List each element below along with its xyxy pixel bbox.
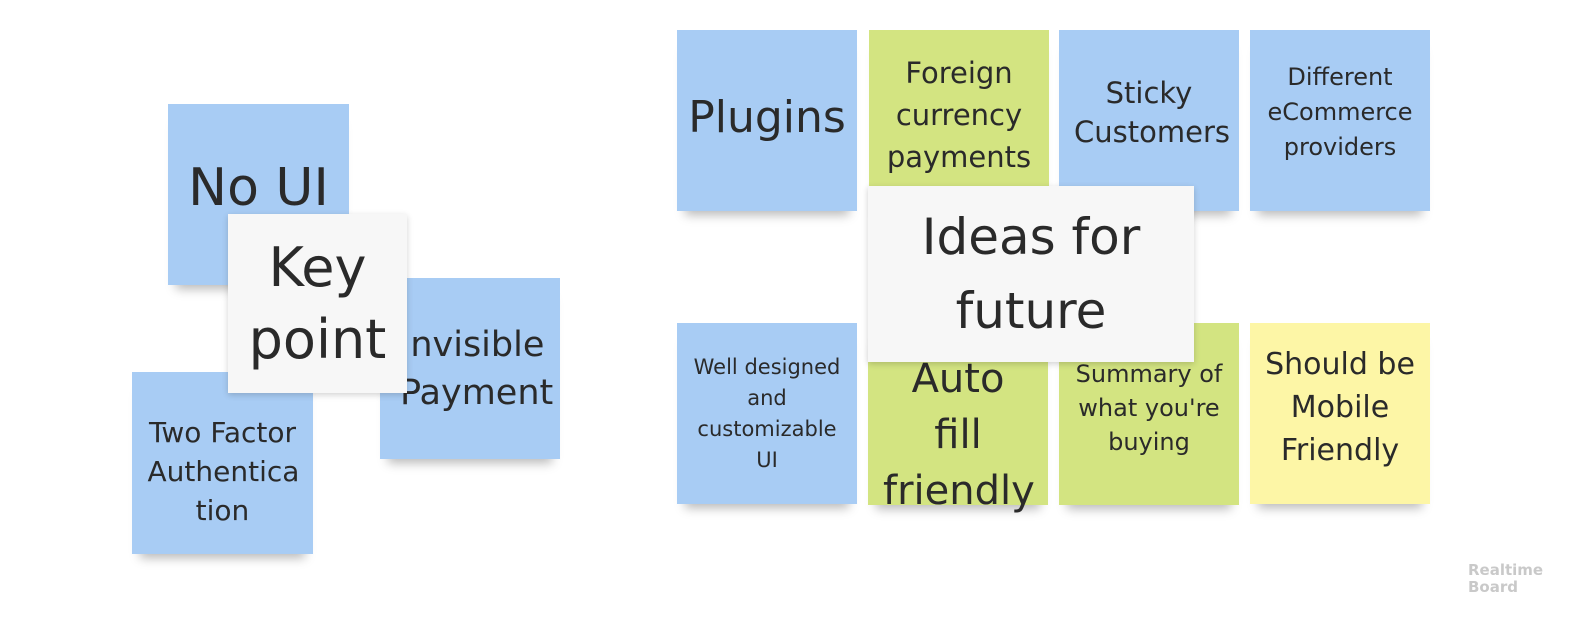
sticky-note-text: Key point — [248, 235, 387, 371]
sticky-note-key-point[interactable]: Key point — [228, 214, 407, 393]
sticky-note-invisible-payment[interactable]: Invisible Payment — [380, 278, 560, 459]
sticky-note-plugins[interactable]: Plugins — [677, 30, 857, 211]
sticky-note-text: Auto fill friendly — [883, 356, 1035, 514]
sticky-note-text: Different eCommerce providers — [1267, 63, 1413, 161]
sticky-note-sticky-customers[interactable]: Sticky Customers — [1059, 30, 1239, 211]
logo-line-2: Board — [1468, 578, 1518, 596]
sticky-note-text: Summary of what you're buying — [1075, 360, 1223, 456]
sticky-note-foreign-currency[interactable]: Foreign currency payments — [869, 30, 1049, 211]
sticky-note-text: Invisible Payment — [400, 324, 554, 413]
sticky-note-text: Sticky Customers — [1074, 76, 1230, 149]
sticky-note-different-ecommerce[interactable]: Different eCommerce providers — [1250, 30, 1430, 211]
sticky-note-text: No UI — [188, 158, 329, 218]
sticky-note-mobile-friendly[interactable]: Should be Mobile Friendly — [1250, 323, 1430, 504]
sticky-note-text: Well designed and customizable UI — [693, 354, 841, 472]
sticky-note-ideas-for-future[interactable]: Ideas for future — [868, 186, 1194, 362]
sticky-note-well-designed[interactable]: Well designed and customizable UI — [677, 323, 857, 504]
sticky-note-text: Ideas for future — [921, 208, 1141, 340]
sticky-note-text: Foreign currency payments — [886, 56, 1032, 174]
sticky-note-text: Should be Mobile Friendly — [1265, 347, 1415, 468]
realtimeboard-logo: Realtime Board — [1468, 562, 1568, 596]
sticky-note-text: Plugins — [688, 92, 846, 143]
sticky-note-two-factor[interactable]: Two Factor Authentica tion — [132, 372, 313, 554]
logo-line-1: Realtime — [1468, 561, 1544, 579]
sticky-note-text: Two Factor Authentica tion — [147, 415, 300, 527]
